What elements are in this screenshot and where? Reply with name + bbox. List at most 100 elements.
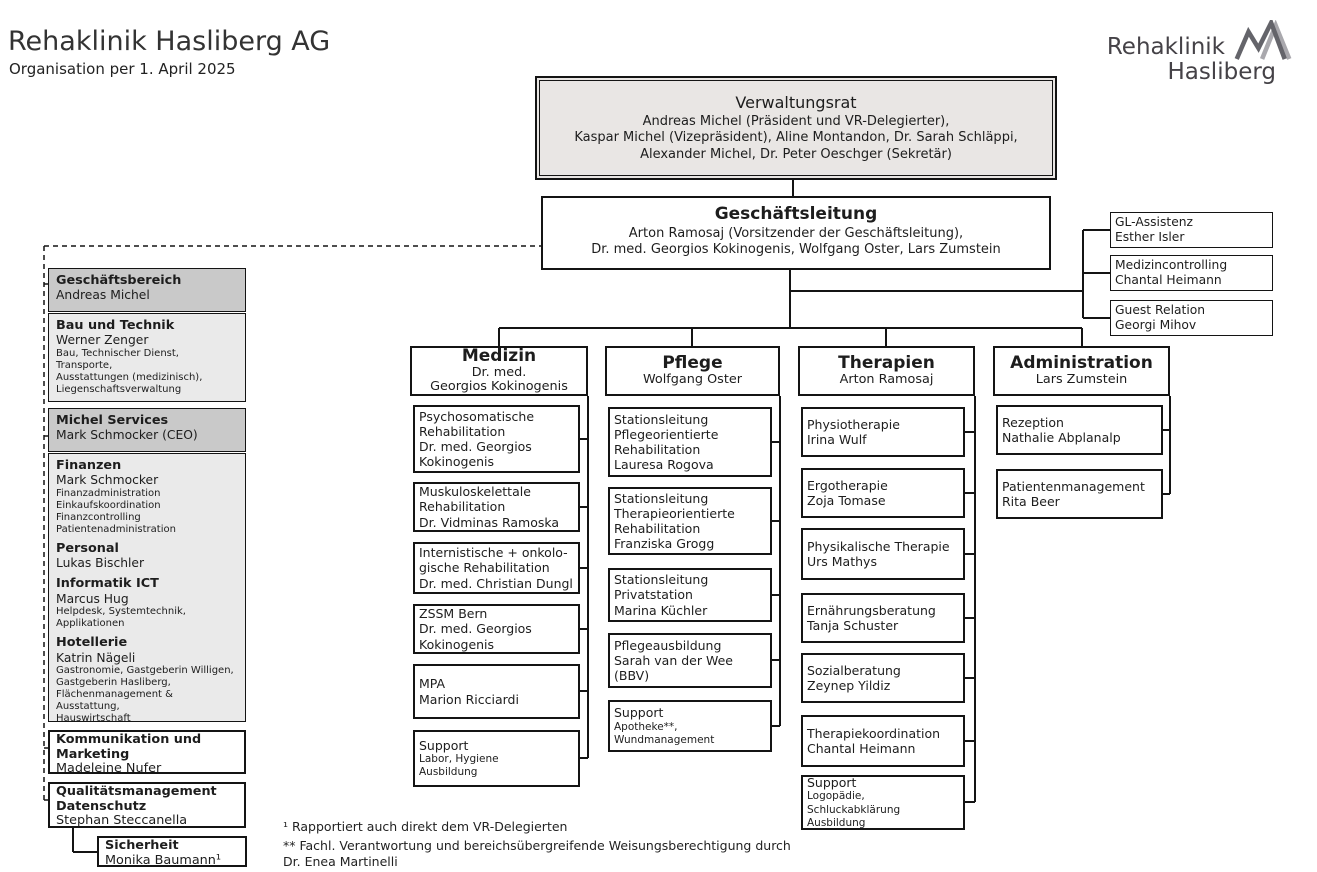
sidebar-title: Hotellerie xyxy=(56,635,128,651)
sidebar-title: Sicherheit xyxy=(105,838,179,853)
management-box: Geschäftsleitung Arton Ramosaj (Vorsitze… xyxy=(541,196,1051,270)
node-details: Apotheke**, Wundmanagement xyxy=(614,720,715,746)
logo-word-rehaklinik: Rehaklinik xyxy=(1106,33,1225,60)
page-title: Rehaklinik Hasliberg AG xyxy=(8,26,331,57)
board-box: Verwaltungsrat Andreas Michel (Präsident… xyxy=(535,76,1057,180)
node-title: Ernährungsberatung xyxy=(807,602,936,618)
node-name: Dr. med. Georgios Kokinogenis xyxy=(419,439,532,470)
node-name: Zoja Tomase xyxy=(807,493,886,508)
node-mpa: MPA Marion Ricciardi xyxy=(413,664,580,719)
node-name: Zeynep Yildiz xyxy=(807,678,891,693)
node-title: Psychosomatische Rehabilitation xyxy=(419,408,535,439)
node-name: Rita Beer xyxy=(1002,494,1060,509)
sidebar-title: Personal xyxy=(56,541,119,557)
node-support-pflege: Support Apotheke**, Wundmanagement xyxy=(608,700,772,752)
sidebar-name: Katrin Nägeli xyxy=(56,650,136,665)
sidebar-bau-und-technik: Bau und Technik Werner Zenger Bau, Techn… xyxy=(48,313,246,402)
node-title: Therapiekoordination xyxy=(807,725,941,741)
node-title: Physiotherapie xyxy=(807,416,900,432)
column-header-pflege: Pflege Wolfgang Oster xyxy=(605,346,780,396)
node-name: Dr. Vidminas Ramoska xyxy=(419,514,560,530)
node-physikalische-therapie: Physikalische Therapie Urs Mathys xyxy=(801,528,965,580)
sidebar-geschaeftsbereich-header: Geschäftsbereich Andreas Michel xyxy=(48,268,246,312)
board-title: Verwaltungsrat xyxy=(735,93,857,113)
sidebar-details: Gastronomie, Gastgeberin Willigen, Gastg… xyxy=(56,665,234,725)
node-title: Stationsleitung Privatstation xyxy=(614,572,709,603)
column-title: Medizin xyxy=(461,346,537,366)
node-stationsleitung-privatstation: Stationsleitung Privatstation Marina Küc… xyxy=(608,568,772,622)
node-name: Franziska Grogg xyxy=(614,536,715,552)
node-name: Nathalie Abplanalp xyxy=(1002,430,1121,445)
sidebar-sicherheit: Sicherheit Monika Baumann¹ xyxy=(97,836,247,867)
sidebar-title: Michel Services xyxy=(56,413,169,428)
node-title: Pflegeausbildung xyxy=(614,637,722,653)
node-title: Rezeption xyxy=(1002,414,1064,430)
sidebar-name: Madeleine Nufer xyxy=(56,761,162,777)
node-details: Logopädie, Schluckabklärung Ausbildung xyxy=(807,790,901,829)
node-name: Dr. med. Georgios Kokinogenis xyxy=(419,621,532,652)
staff-box-medizincontrolling: Medizincontrolling Chantal Heimann xyxy=(1110,255,1273,291)
sidebar-michel-services-body: Finanzen Mark Schmocker Finanzadministra… xyxy=(48,453,246,725)
node-stationsleitung-pflegeorientierte: Stationsleitung Pflegeorientierte Rehabi… xyxy=(608,407,772,477)
sidebar-details: Helpdesk, Systemtechnik, Applikationen xyxy=(56,606,186,630)
staff-title: Medizincontrolling xyxy=(1115,258,1228,272)
staff-name: Chantal Heimann xyxy=(1115,272,1222,287)
column-lead: Lars Zumstein xyxy=(1035,371,1128,387)
sidebar-name: Lukas Bischler xyxy=(56,556,145,571)
column-lead: Arton Ramosaj xyxy=(839,371,934,387)
staff-name: Esther Isler xyxy=(1115,229,1185,244)
staff-title: Guest Relation xyxy=(1115,303,1206,317)
company-logo: Rehaklinik Hasliberg xyxy=(1107,20,1292,85)
staff-box-gl-assistenz: GL-Assistenz Esther Isler xyxy=(1110,212,1273,248)
node-therapiekoordination: Therapiekoordination Chantal Heimann xyxy=(801,715,965,767)
node-name: Dr. med. Christian Dungl xyxy=(419,575,573,591)
node-ergotherapie: Ergotherapie Zoja Tomase xyxy=(801,468,965,518)
node-support-medizin: Support Labor, Hygiene Ausbildung xyxy=(413,730,580,787)
node-title: Support xyxy=(807,775,857,791)
node-muskuloskelettale-rehabilitation: Muskuloskelettale Rehabilitation Dr. Vid… xyxy=(413,482,580,532)
staff-box-guest-relation: Guest Relation Georgi Mihov xyxy=(1110,300,1273,336)
sidebar-name: Marcus Hug xyxy=(56,591,129,606)
node-name: Marion Ricciardi xyxy=(419,691,519,707)
page-subtitle: Organisation per 1. April 2025 xyxy=(9,60,236,78)
node-title: Ergotherapie xyxy=(807,477,888,493)
node-name: Sarah van der Wee (BBV) xyxy=(614,652,733,684)
sidebar-details: Finanzadministration Einkaufskoordinatio… xyxy=(56,488,176,536)
node-psychosomatische-rehabilitation: Psychosomatische Rehabilitation Dr. med.… xyxy=(413,405,580,473)
sidebar-title: Informatik ICT xyxy=(56,576,159,592)
node-pflegeausbildung: Pflegeausbildung Sarah van der Wee (BBV) xyxy=(608,633,772,688)
node-support-therapien: Support Logopädie, Schluckabklärung Ausb… xyxy=(801,775,965,830)
node-details: Labor, Hygiene Ausbildung xyxy=(419,753,499,779)
column-lead: Wolfgang Oster xyxy=(643,371,742,387)
sidebar-kommunikation-marketing: Kommunikation und Marketing Madeleine Nu… xyxy=(48,730,246,777)
logo-top-row: Rehaklinik xyxy=(1107,20,1292,60)
node-rezeption: Rezeption Nathalie Abplanalp xyxy=(996,405,1163,455)
column-lead: Dr. med. Georgios Kokinogenis xyxy=(430,364,568,395)
node-name: Marina Küchler xyxy=(614,602,708,618)
management-members: Arton Ramosaj (Vorsitzender der Geschäft… xyxy=(591,226,1001,258)
column-header-medizin: Medizin Dr. med. Georgios Kokinogenis xyxy=(410,346,588,396)
sidebar-section-hotellerie: Hotellerie Katrin Nägeli Gastronomie, Ga… xyxy=(56,635,238,725)
node-title: Muskuloskelettale Rehabilitation xyxy=(419,484,531,515)
sidebar-name: Werner Zenger xyxy=(56,333,149,348)
node-name: Tanja Schuster xyxy=(807,618,899,633)
node-stationsleitung-therapieorientierte: Stationsleitung Therapieorientierte Reha… xyxy=(608,487,772,555)
mountain-icon xyxy=(1234,20,1292,60)
footnote-2: ** Fachl. Verantwortung und bereichsüber… xyxy=(283,838,791,870)
management-title: Geschäftsleitung xyxy=(714,204,878,224)
sidebar-name: Stephan Steccanella xyxy=(56,813,188,829)
sidebar-section-finanzen: Finanzen Mark Schmocker Finanzadministra… xyxy=(56,458,238,536)
node-title: Support xyxy=(419,737,469,753)
sidebar-details: Bau, Technischer Dienst, Transporte, Aus… xyxy=(56,348,203,396)
sidebar-title: Geschäftsbereich xyxy=(56,273,182,288)
staff-name: Georgi Mihov xyxy=(1115,317,1197,332)
node-zssm-bern: ZSSM Bern Dr. med. Georgios Kokinogenis xyxy=(413,604,580,654)
sidebar-name: Monika Baumann¹ xyxy=(105,852,222,868)
node-title: Stationsleitung Pflegeorientierte Rehabi… xyxy=(614,411,719,458)
column-title: Therapien xyxy=(838,353,935,374)
column-header-therapien: Therapien Arton Ramosaj xyxy=(798,346,975,396)
node-name: Chantal Heimann xyxy=(807,741,916,756)
staff-title: GL-Assistenz xyxy=(1115,215,1194,229)
sidebar-title: Qualitätsmanagement Datenschutz xyxy=(56,784,217,814)
